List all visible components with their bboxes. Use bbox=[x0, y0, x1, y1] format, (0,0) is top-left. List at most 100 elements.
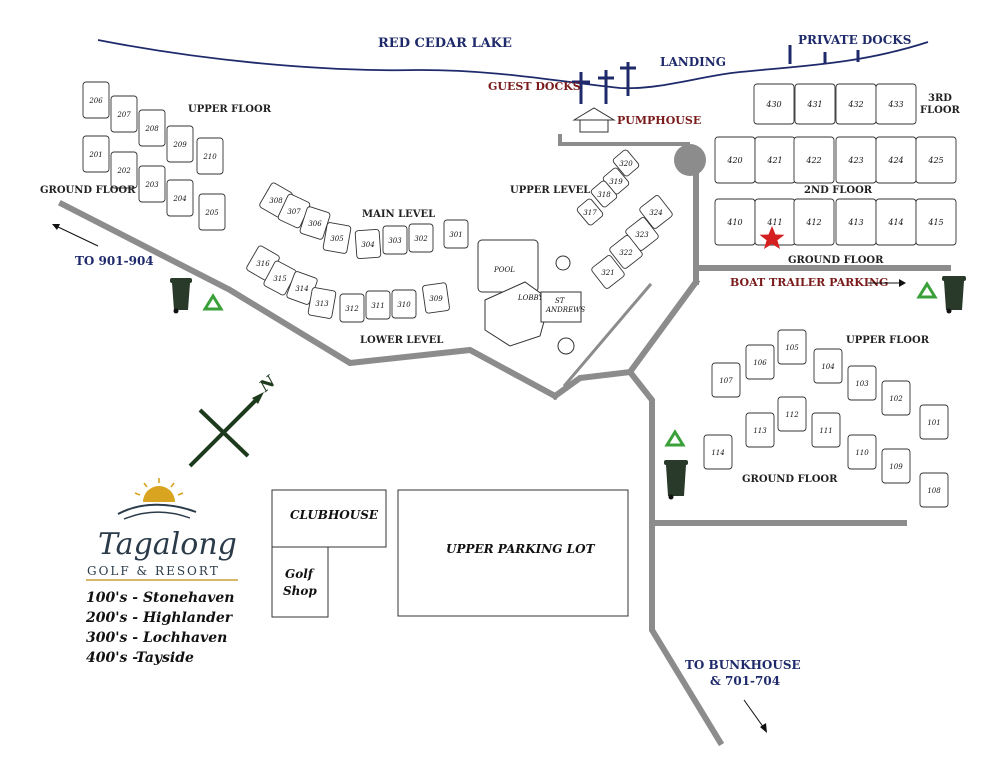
unit-311: 311 bbox=[365, 290, 391, 320]
unit-113: 113 bbox=[745, 412, 775, 448]
unit-207: 207 bbox=[110, 95, 138, 133]
unit-103: 103 bbox=[847, 365, 877, 401]
unit-number: 104 bbox=[821, 363, 834, 371]
unit-number: 306 bbox=[308, 220, 322, 228]
unit-number: 201 bbox=[88, 151, 102, 159]
recycle-icon bbox=[664, 429, 686, 447]
arrow-icon bbox=[743, 699, 767, 733]
unit-number: 312 bbox=[345, 305, 359, 313]
upper-parking-lot bbox=[397, 489, 629, 617]
unit-307: 307 bbox=[277, 193, 311, 229]
unit-number: 114 bbox=[711, 449, 724, 457]
unit-number: 313 bbox=[315, 300, 329, 308]
clubhouse-label: CLUBHOUSE bbox=[290, 508, 379, 522]
boat-trailer-parking-label: BOAT TRAILER PARKING bbox=[730, 276, 888, 289]
unit-number: 106 bbox=[753, 359, 767, 367]
unit-412: 412 bbox=[793, 198, 835, 246]
unit-415: 415 bbox=[915, 198, 957, 246]
unit-109: 109 bbox=[881, 448, 911, 484]
unit-305: 305 bbox=[322, 222, 352, 254]
pool-label: POOL bbox=[493, 266, 515, 274]
sun-icon bbox=[117, 478, 197, 520]
pumphouse-label: PUMPHOUSE bbox=[617, 114, 701, 127]
unit-number: 318 bbox=[597, 191, 611, 199]
unit-114: 114 bbox=[703, 434, 733, 470]
unit-111: 111 bbox=[811, 412, 841, 448]
unit-318: 318 bbox=[590, 180, 618, 208]
unit-420: 420 bbox=[714, 136, 756, 184]
legend-item-400: 400's -Tayside bbox=[86, 650, 194, 666]
unit-number: 113 bbox=[753, 427, 767, 435]
unit-322: 322 bbox=[609, 235, 643, 269]
private-docks bbox=[788, 45, 860, 64]
unit-number: 109 bbox=[889, 463, 903, 471]
unit-304: 304 bbox=[354, 228, 382, 260]
unit-206: 206 bbox=[82, 81, 110, 119]
unit-number: 315 bbox=[273, 275, 287, 283]
unit-number: 320 bbox=[619, 160, 633, 168]
unit-number: 302 bbox=[414, 235, 428, 243]
unit-number: 415 bbox=[927, 218, 943, 227]
unit-303: 303 bbox=[382, 225, 408, 255]
b400-ground-floor-label: GROUND FLOOR bbox=[788, 255, 884, 266]
unit-number: 310 bbox=[397, 301, 411, 309]
unit-310: 310 bbox=[391, 289, 417, 319]
unit-number: 431 bbox=[806, 100, 822, 109]
unit-number: 322 bbox=[619, 249, 633, 257]
unit-321: 321 bbox=[591, 255, 625, 289]
st-andrews-label-1: ST bbox=[555, 297, 566, 305]
unit-204: 204 bbox=[166, 179, 194, 217]
unit-414: 414 bbox=[875, 198, 917, 246]
b300-main-level-label: MAIN LEVEL bbox=[362, 209, 435, 220]
unit-324: 324 bbox=[639, 195, 673, 229]
unit-number: 305 bbox=[330, 235, 344, 243]
legend-item-100: 100's - Stonehaven bbox=[86, 590, 234, 606]
unit-number: 208 bbox=[144, 125, 159, 133]
unit-number: 308 bbox=[269, 197, 283, 205]
unit-number: 304 bbox=[361, 241, 374, 249]
unit-432: 432 bbox=[835, 83, 877, 125]
logo-subtitle: GOLF & RESORT bbox=[87, 564, 220, 578]
unit-413: 413 bbox=[835, 198, 877, 246]
b400-second-floor-label: 2ND FLOOR bbox=[804, 185, 873, 196]
b300-lower-level-label: LOWER LEVEL bbox=[360, 335, 443, 346]
lake-label: RED CEDAR LAKE bbox=[378, 36, 512, 51]
unit-number: 101 bbox=[927, 419, 940, 427]
unit-110: 110 bbox=[847, 434, 877, 470]
upper-parking-lot-label: UPPER PARKING LOT bbox=[446, 542, 596, 556]
recycle-icon bbox=[202, 293, 224, 315]
unit-number: 303 bbox=[388, 237, 402, 245]
legend-item-200: 200's - Highlander bbox=[85, 610, 234, 626]
lake-shoreline bbox=[97, 39, 929, 90]
unit-104: 104 bbox=[813, 348, 843, 384]
roads bbox=[57, 134, 951, 747]
unit-number: 110 bbox=[855, 449, 869, 457]
trash-bin-icon bbox=[664, 460, 688, 500]
to-bunkhouse-units-label: & 701-704 bbox=[710, 674, 780, 688]
unit-number: 324 bbox=[649, 209, 662, 217]
unit-108: 108 bbox=[919, 472, 949, 508]
b300-upper-level-label: UPPER LEVEL bbox=[510, 185, 590, 196]
guest-docks bbox=[572, 62, 636, 104]
unit-317: 317 bbox=[576, 198, 604, 226]
unit-number: 421 bbox=[766, 156, 782, 165]
unit-106: 106 bbox=[745, 344, 775, 380]
unit-431: 431 bbox=[794, 83, 836, 125]
unit-302: 302 bbox=[408, 223, 434, 253]
to-901-904-label: TO 901-904 bbox=[75, 254, 154, 268]
unit-number: 202 bbox=[116, 167, 131, 175]
unit-number: 314 bbox=[295, 285, 308, 293]
north-label: N bbox=[255, 371, 280, 396]
unit-number: 423 bbox=[847, 156, 863, 165]
unit-202: 202 bbox=[110, 151, 138, 189]
golf-shop-label-1: Golf bbox=[285, 567, 315, 581]
unit-number: 420 bbox=[726, 156, 742, 165]
unit-203: 203 bbox=[138, 165, 166, 203]
unit-number: 412 bbox=[805, 218, 821, 227]
golf-shop bbox=[271, 546, 329, 618]
unit-number: 107 bbox=[719, 377, 733, 385]
